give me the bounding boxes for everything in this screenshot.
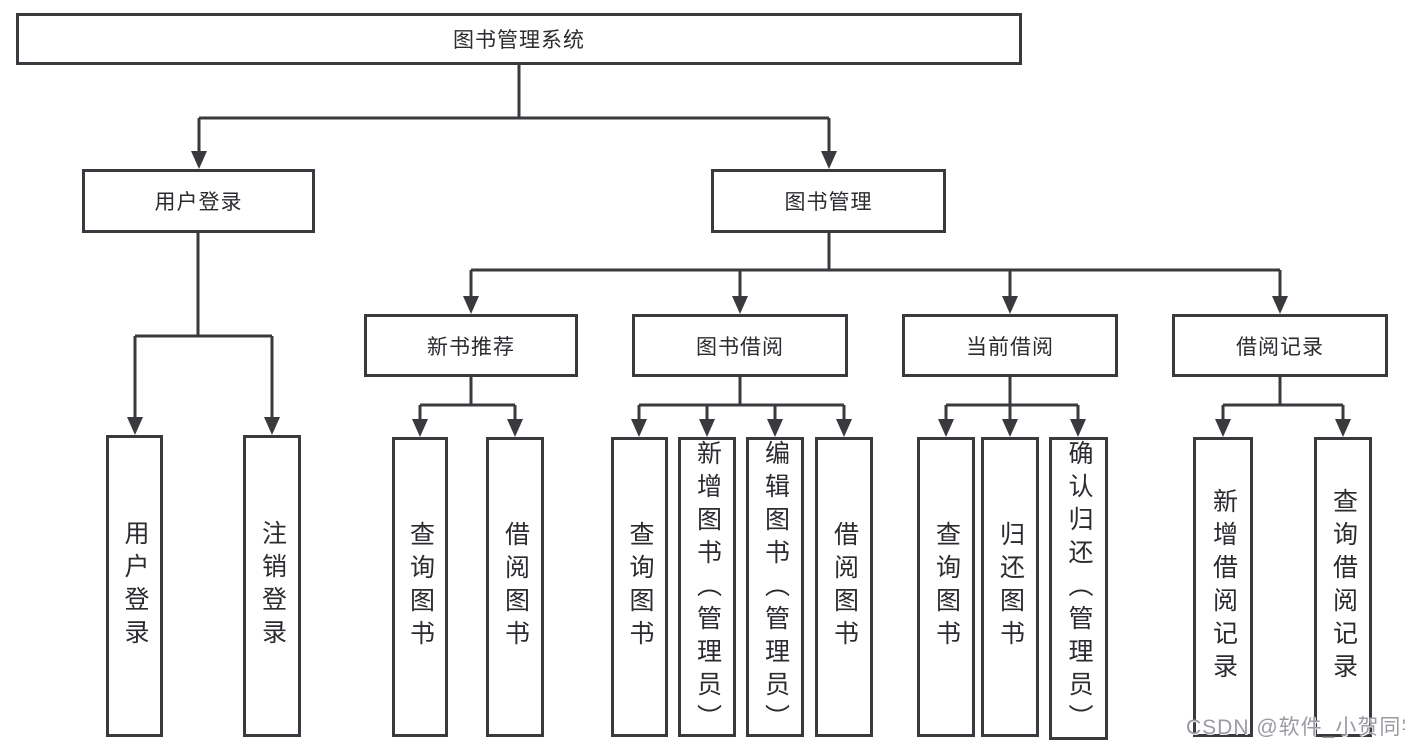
leaf-add-book-admin-label: 新增图书（管理员） — [693, 440, 722, 737]
connector-current-borrow — [938, 377, 1086, 437]
leaf-return-books-label: 归还图书 — [996, 521, 1025, 653]
leaf-confirm-return-admin: 确认归还（管理员） — [1049, 437, 1108, 740]
leaf-query-borrow-record-label: 查询借阅记录 — [1329, 488, 1358, 686]
connector-book-management — [463, 233, 1288, 314]
leaf-return-books: 归还图书 — [981, 437, 1039, 737]
leaf-borrow-books-label: 借阅图书 — [830, 521, 859, 653]
connector-book-borrow — [631, 377, 852, 437]
leaf-edit-book-admin-label: 编辑图书（管理员） — [761, 440, 790, 737]
node-new-book-recommend: 新书推荐 — [364, 314, 578, 377]
leaf-user-login-label: 用户登录 — [121, 520, 149, 652]
leaf-borrow-books-recommend: 借阅图书 — [486, 437, 544, 737]
leaf-logout: 注销登录 — [243, 435, 301, 737]
leaf-logout-label: 注销登录 — [258, 520, 287, 652]
leaf-borrow-books: 借阅图书 — [815, 437, 873, 737]
node-book-management-system: 图书管理系统 — [16, 13, 1022, 65]
leaf-query-books-borrow: 查询图书 — [611, 437, 668, 737]
connector-user-login — [127, 232, 280, 435]
leaf-query-books-current: 查询图书 — [917, 437, 975, 737]
connector-borrow-records — [1215, 377, 1351, 437]
connector-root — [191, 65, 837, 169]
leaf-add-borrow-record-label: 新增借阅记录 — [1209, 488, 1238, 686]
watermark: CSDN @软件_小贺同学 — [1186, 716, 1405, 739]
leaf-query-books-recommend: 查询图书 — [392, 437, 448, 737]
leaf-query-books-borrow-label: 查询图书 — [626, 521, 654, 653]
leaf-edit-book-admin: 编辑图书（管理员） — [746, 437, 804, 737]
leaf-borrow-books-recommend-label: 借阅图书 — [501, 521, 530, 653]
leaf-add-book-admin: 新增图书（管理员） — [678, 437, 736, 737]
connector-new-book-recommend — [412, 377, 523, 437]
leaf-user-login: 用户登录 — [106, 435, 163, 737]
node-current-borrow: 当前借阅 — [902, 314, 1118, 377]
leaf-query-books-current-label: 查询图书 — [932, 521, 961, 653]
leaf-confirm-return-admin-label: 确认归还（管理员） — [1065, 440, 1093, 737]
leaf-add-borrow-record: 新增借阅记录 — [1193, 437, 1253, 737]
leaf-query-books-recommend-label: 查询图书 — [406, 521, 435, 653]
node-book-borrow: 图书借阅 — [632, 314, 848, 377]
leaf-query-borrow-record: 查询借阅记录 — [1314, 437, 1372, 737]
node-user-login: 用户登录 — [82, 169, 315, 233]
node-book-management: 图书管理 — [711, 169, 946, 233]
node-borrow-records: 借阅记录 — [1172, 314, 1388, 377]
